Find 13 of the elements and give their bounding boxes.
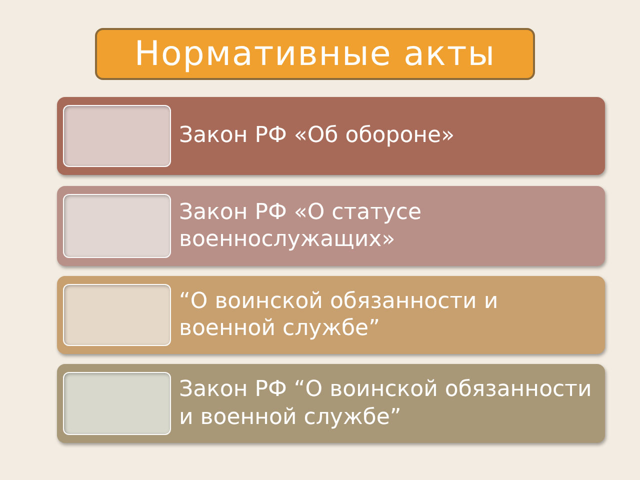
list-band — [57, 97, 605, 175]
heading-box: Нормативные акты — [95, 28, 535, 80]
empty-box — [63, 105, 171, 167]
list-band — [57, 364, 605, 443]
empty-box — [63, 194, 171, 258]
list-band — [57, 276, 605, 354]
band-text: Закон РФ «Об обороне» — [179, 122, 456, 150]
band-text: Закон РФ «О статусе военнослужащих» — [179, 198, 423, 254]
band-text: Закон РФ “О воинской обязанности и военной службе” — [179, 376, 593, 432]
empty-box — [63, 284, 171, 346]
empty-box — [63, 372, 171, 435]
band-text: “О воинской обязанности и военной службе” — [179, 288, 500, 343]
list-band — [57, 186, 605, 266]
